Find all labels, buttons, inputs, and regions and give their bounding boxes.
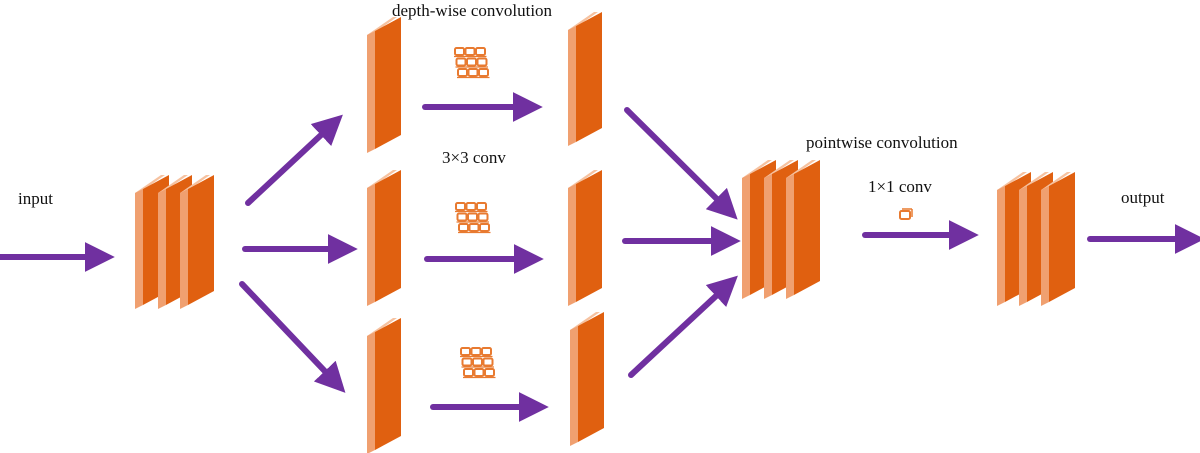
output-feature-map-3 [1041,172,1075,306]
merge-arrow-top [624,107,738,220]
depthwise-input-map-3 [367,318,401,453]
kernel-1x1-icon [899,208,913,220]
depthwise-output-map-2 [568,170,602,306]
labels: input depth-wise convolution 3×3 conv po… [18,1,1165,208]
kernels [454,47,913,379]
conv3x3-label: 3×3 conv [442,148,506,167]
concat-feature-map-3 [786,160,820,299]
input-label: input [18,189,53,208]
feature-maps [135,12,1075,453]
arrows [0,92,1200,422]
depthwise-output-map-1 [568,12,602,146]
branch-arrow-top [245,114,343,206]
merge-arrow-bottom [628,275,738,378]
input-feature-map-3 [180,175,214,309]
output-label: output [1121,188,1165,207]
branch-arrow-bottom [239,281,346,393]
kernel-grid-icon-top [454,47,490,79]
depthwise-input-map-2 [367,170,401,306]
pointwise-title: pointwise convolution [806,133,958,152]
depthwise-output-map-3 [570,312,604,446]
kernel-grid-icon-bottom [460,347,496,379]
kernel-grid-icon-middle [455,202,491,234]
depthwise-input-map-1 [367,17,401,153]
conv1x1-label: 1×1 conv [868,177,932,196]
depthwise-title: depth-wise convolution [392,1,553,20]
